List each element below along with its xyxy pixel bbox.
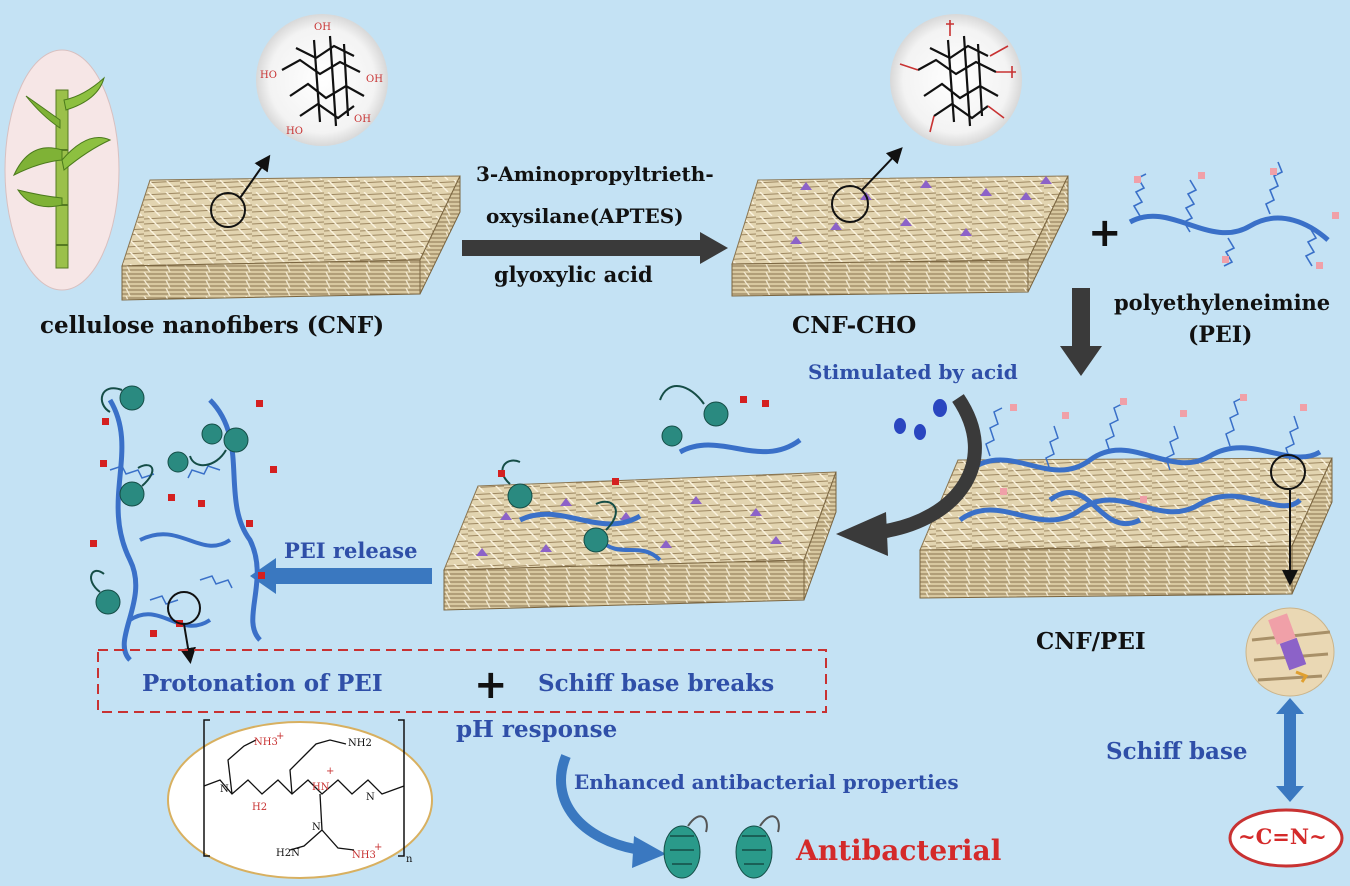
chem-plus-label: +	[276, 731, 284, 742]
pei-label-line-1: polyethyleneimine	[1114, 290, 1331, 315]
chem-h2n-label: H2N	[276, 848, 300, 859]
cnf-label: cellulose nanofibers (CNF)	[40, 312, 385, 339]
bacteria-icon	[663, 815, 708, 879]
cnf-pei-slab	[919, 394, 1333, 599]
chem-oh-label: OH	[354, 114, 371, 125]
plus-sign-mid: +	[474, 662, 508, 708]
cnf-cho-slab	[731, 147, 1069, 297]
cn-bond-ellipse	[1228, 808, 1344, 868]
chem-plus-label: +	[326, 766, 334, 777]
reagent-line-3: glyoxylic acid	[494, 262, 653, 287]
pei-release-label: PEI release	[284, 538, 418, 563]
cnf-released-slab	[443, 385, 837, 611]
schiff-base-breaks-label: Schiff base breaks	[538, 670, 775, 697]
chem-nh3-label: NH3	[352, 850, 376, 861]
cnf-slab	[121, 154, 461, 301]
chem-ho-label: HO	[286, 126, 303, 137]
cnf-pei-label: CNF/PEI	[1036, 628, 1146, 655]
protonated-pei-structure: NH3 + NH2 N H2 HN + N N H2N NH3 + n	[167, 719, 433, 879]
acid-stimulation-arrowhead	[836, 512, 888, 556]
schiff-base-double-arrow	[1276, 698, 1304, 802]
ph-response-mechanism-box	[97, 649, 827, 713]
acid-stimulation-curved-arrow	[878, 394, 982, 539]
chem-subscript-n: n	[406, 854, 413, 865]
protonation-label: Protonation of PEI	[142, 670, 383, 697]
chem-nh3-label: NH3	[254, 737, 278, 748]
cn-bond-label: ~C=N~	[1238, 824, 1327, 849]
cnf-cho-aldehyde-bubble	[890, 14, 1022, 146]
pei-chain	[1128, 161, 1339, 269]
chem-oh-label: OH	[314, 22, 331, 33]
acid-droplets	[894, 399, 947, 440]
antibacterial-curved-arrow	[556, 754, 641, 855]
reagent-line-2: oxysilane(APTES)	[486, 204, 684, 228]
antibacterial-label: Antibacterial	[796, 834, 1002, 867]
chem-nh2-label: NH2	[348, 738, 372, 749]
cnf-cho-label: CNF-CHO	[792, 312, 917, 339]
reaction-arrow-right	[462, 232, 728, 264]
antibacterial-arrowhead	[632, 836, 666, 868]
chem-ho-label: HO	[260, 70, 277, 81]
chem-n-label: N	[312, 822, 321, 833]
stimulated-by-acid-label: Stimulated by acid	[808, 360, 1018, 384]
chem-n-label: N	[220, 784, 229, 795]
chem-hn-label: HN	[312, 782, 330, 793]
enhanced-antibacterial-label: Enhanced antibacterial properties	[574, 770, 959, 794]
schiff-base-label: Schiff base	[1106, 738, 1248, 765]
cnf-hydroxyl-bubble: OH HO OH HO OH	[256, 14, 388, 146]
free-pei-cluster	[90, 385, 277, 664]
plus-sign-top: +	[1088, 210, 1122, 256]
chem-n-label: N	[366, 792, 375, 803]
pei-label-line-2: (PEI)	[1188, 322, 1253, 348]
reagent-line-1: 3-Aminopropyltrieth-	[476, 162, 714, 186]
pei-release-arrow	[250, 558, 432, 594]
chem-oh-label: OH	[366, 74, 383, 85]
ph-response-label: pH response	[456, 716, 618, 743]
chem-plus-label: +	[374, 842, 382, 853]
bacteria-icon	[735, 815, 780, 879]
bamboo-illustration	[4, 49, 120, 291]
reaction-arrow-down	[1060, 288, 1102, 376]
chem-h2-label: H2	[252, 802, 267, 813]
schiff-base-zoom-bubble	[1245, 607, 1335, 697]
